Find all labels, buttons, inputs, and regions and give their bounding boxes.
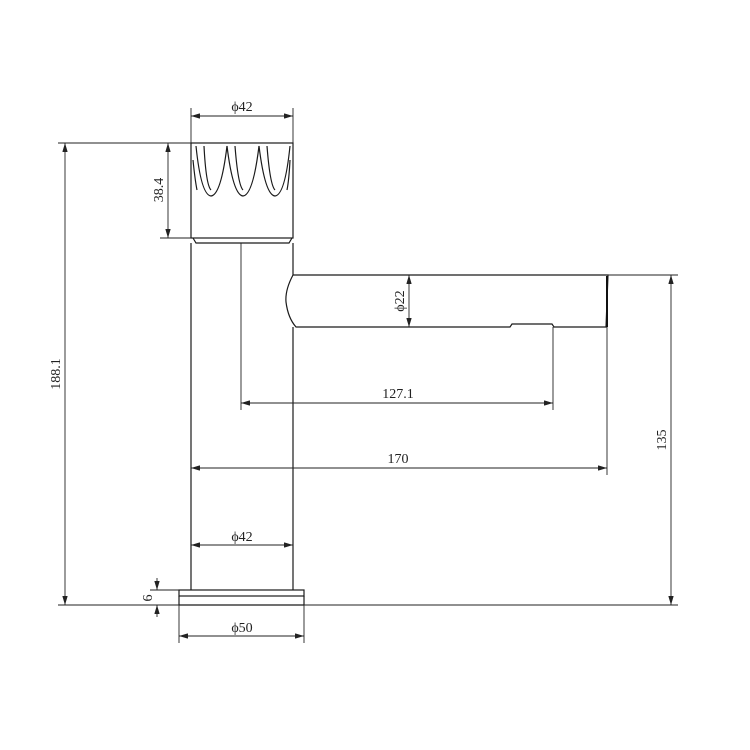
spout-height-label: 135 [655, 430, 670, 451]
total-height-label: 188.1 [49, 358, 64, 390]
faucet-outline [178, 142, 609, 606]
spout-inner-reach-label: 127.1 [382, 387, 414, 402]
base-plate [178, 589, 305, 597]
base-diameter-label: ϕ50 [231, 621, 252, 636]
handle-height-label: 38.4 [152, 178, 167, 203]
spout-diameter-label: ϕ22 [393, 290, 408, 311]
dimension-lines [58, 108, 678, 643]
body-diameter-label: ϕ42 [231, 530, 252, 545]
handle-knurl [192, 145, 291, 197]
collar [192, 237, 293, 244]
handle [190, 142, 294, 239]
spout-reach-label: 170 [388, 452, 409, 467]
base-thickness-label: 6 [141, 595, 156, 602]
handle-diameter-label: ϕ42 [231, 100, 252, 115]
spout [285, 274, 609, 328]
